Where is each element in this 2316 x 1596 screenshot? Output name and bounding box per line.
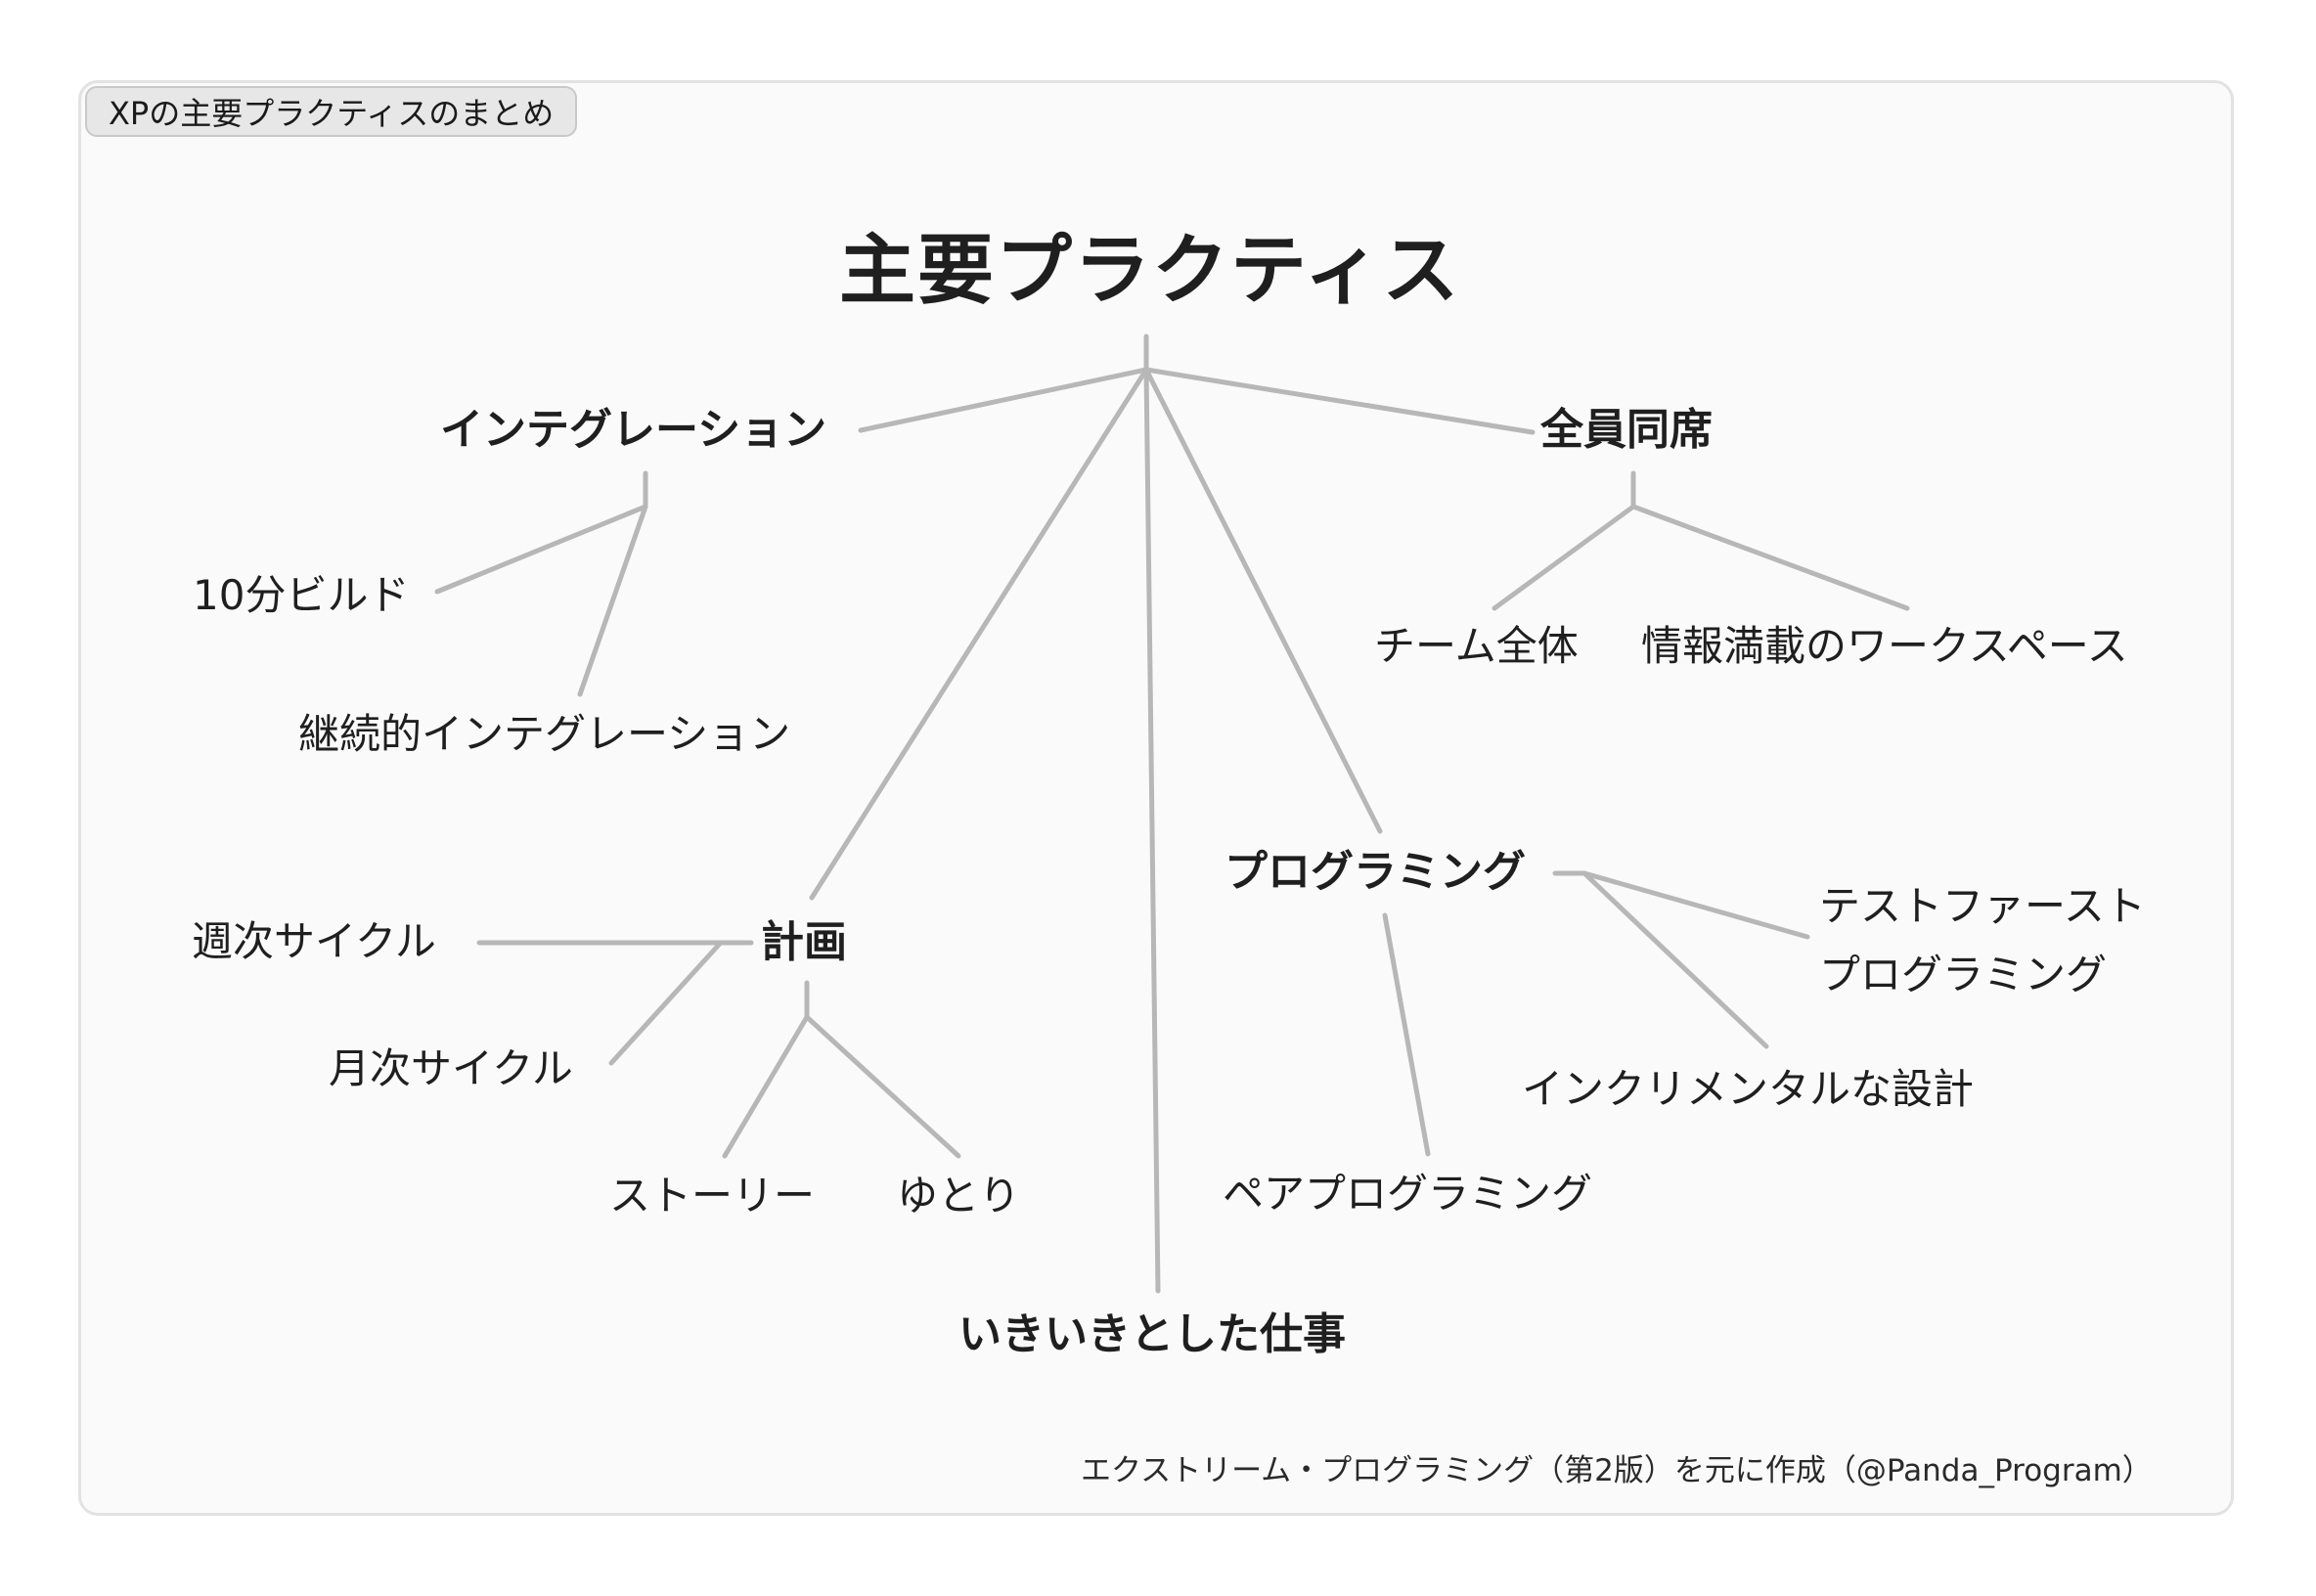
branch-integration: インテグレーション <box>440 409 826 452</box>
branch-programming: プログラミング <box>1225 851 1526 894</box>
leaf-monthly-cycle: 月次サイクル <box>329 1048 573 1089</box>
edge-root-programming <box>1143 367 1383 834</box>
leaf-pair-programming: ペアプログラミング <box>1223 1174 1592 1215</box>
edge-planning-monthly <box>608 942 722 1066</box>
edge-planning-slack <box>804 1014 961 1159</box>
branch-integration-label: インテグレーション <box>440 405 827 455</box>
footer-credit-text: エクストリーム・プログラミング（第2版）を元に作成（@Panda_Program… <box>1081 1453 2153 1488</box>
leaf-informative-workspace: 情報満載のワークスペース <box>1641 626 2128 667</box>
leaf-slack: ゆとり <box>897 1175 1020 1217</box>
root-node: 主要プラクティス <box>839 233 1460 309</box>
branch-sitting-together-label: 全員同席 <box>1540 405 1713 455</box>
edge-planning-stories <box>722 1014 810 1159</box>
diagram-title-chip: XPの主要プラクティスのまとめ <box>85 86 578 137</box>
leaf-slack-label: ゆとり <box>897 1172 1021 1219</box>
leaf-test-first-line2: プログラミング <box>1819 951 2108 998</box>
leaf-informative-workspace-label: 情報満載のワークスペース <box>1641 622 2128 670</box>
leaf-incremental-design: インクリメンタルな設計 <box>1522 1069 1974 1110</box>
edge-sitting-workspace <box>1630 504 1910 611</box>
leaf-weekly-cycle-label: 週次サイクル <box>192 917 436 965</box>
edge-programming-incremental <box>1581 870 1769 1049</box>
edge-programming-test-first <box>1581 870 1810 940</box>
edge-root-planning <box>809 367 1149 901</box>
edge-root-sitting-together <box>1143 367 1536 435</box>
branch-sitting-together: 全員同席 <box>1540 409 1713 452</box>
edge-root-integration <box>858 367 1149 433</box>
leaf-10min-build-label: 10分ビルド <box>193 571 410 619</box>
edge-programming-pair <box>1382 912 1431 1157</box>
edge-integration-10min-build <box>434 504 648 595</box>
leaf-weekly-cycle: 週次サイクル <box>192 921 436 962</box>
branch-programming-label: プログラミング <box>1225 847 1526 897</box>
leaf-stories: ストーリー <box>609 1175 815 1217</box>
leaf-pair-programming-label: ペアプログラミング <box>1223 1170 1593 1218</box>
leaf-whole-team-label: チーム全体 <box>1374 622 1579 670</box>
branch-planning: 計画 <box>761 921 847 964</box>
edge-sitting-whole-team <box>1492 504 1636 611</box>
leaf-stories-label: ストーリー <box>609 1172 816 1219</box>
footer-credit: エクストリーム・プログラミング（第2版）を元に作成（@Panda_Program… <box>1081 1445 2153 1489</box>
edge-integration-ci <box>577 504 648 697</box>
diagram-title: XPの主要プラクティスのまとめ <box>109 95 555 132</box>
leaf-continuous-integration-label: 継続的インテグレーション <box>298 710 791 758</box>
branch-energized-work: いきいきとした仕事 <box>958 1313 1346 1356</box>
root-label: 主要プラクティス <box>839 227 1461 315</box>
branch-planning-label: 計画 <box>761 917 847 967</box>
leaf-whole-team: チーム全体 <box>1374 626 1579 667</box>
leaf-continuous-integration: 継続的インテグレーション <box>298 714 790 755</box>
leaf-monthly-cycle-label: 月次サイクル <box>329 1044 573 1092</box>
leaf-incremental-design-label: インクリメンタルな設計 <box>1522 1065 1975 1113</box>
branch-energized-work-label: いきいきとした仕事 <box>958 1309 1346 1359</box>
edge-root-energized-work <box>1143 367 1161 1294</box>
leaf-test-first-programming: テストファースト プログラミング <box>1819 872 2146 1009</box>
leaf-test-first-line1: テストファースト <box>1819 882 2146 930</box>
leaf-10min-build: 10分ビルド <box>193 575 409 616</box>
